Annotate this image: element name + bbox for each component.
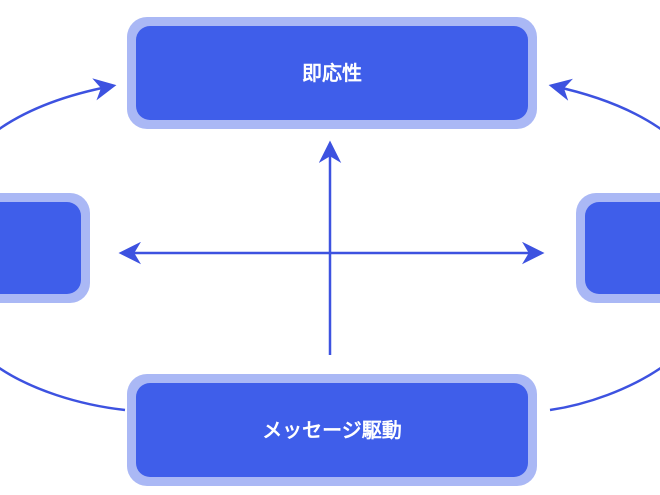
node-message-driven: メッセージ駆動: [127, 374, 537, 486]
curve-top-right-arrow: [548, 78, 660, 131]
node-right: [576, 193, 660, 303]
node-left: [0, 193, 90, 303]
node-message-driven-label: メッセージ駆動: [262, 418, 402, 442]
node-responsive-label: 即応性: [302, 61, 362, 85]
node-responsive: 即応性: [127, 17, 537, 129]
curve-bottom-right: [549, 366, 660, 412]
curve-bottom-left: [0, 366, 126, 412]
curve-top-left-arrow: [0, 78, 117, 131]
